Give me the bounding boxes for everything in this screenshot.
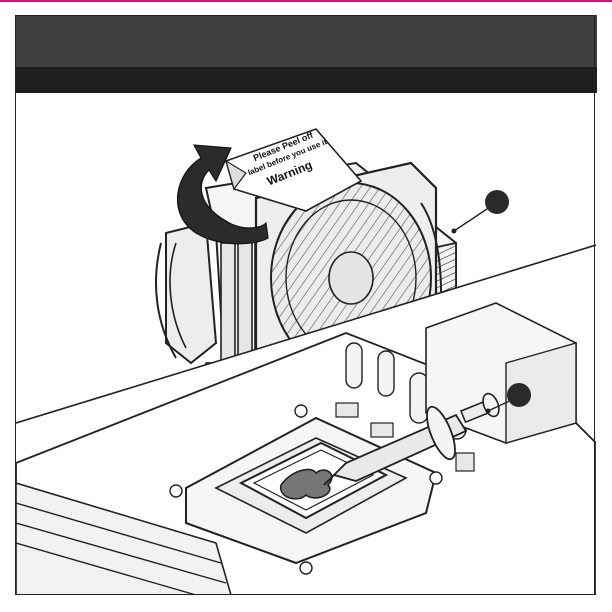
cooler-install-illustration: Please Peel off label before you use it … <box>16 93 596 595</box>
header-band <box>15 15 597 67</box>
callout-marker-top <box>485 190 509 214</box>
callout-marker-bottom <box>507 383 531 407</box>
callout-dot-top <box>452 229 457 234</box>
callout-dot-bottom <box>486 409 491 414</box>
sub-header-band <box>15 67 597 93</box>
motherboard <box>16 303 596 595</box>
accent-line <box>0 0 612 2</box>
